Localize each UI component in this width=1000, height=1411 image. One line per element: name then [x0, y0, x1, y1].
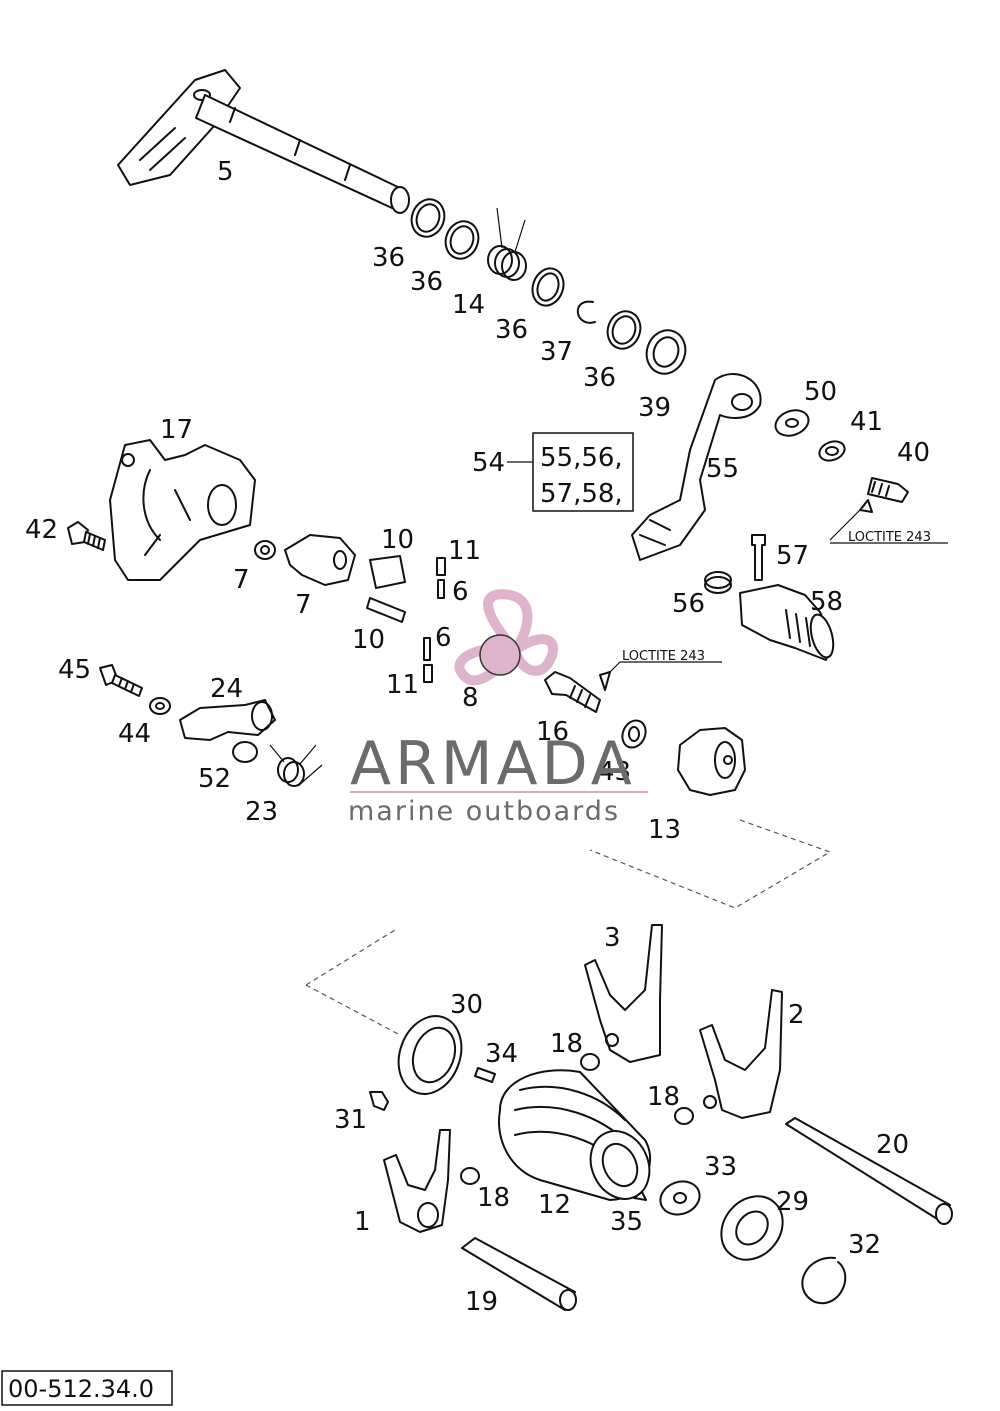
- upper-shaft-small-parts: [410, 198, 687, 375]
- lower-left-parts: [99, 664, 323, 787]
- part-label: 45: [58, 655, 91, 685]
- dashed-assembly-lines: [305, 819, 832, 1036]
- part-label: 18: [550, 1029, 583, 1059]
- part-label: 56: [672, 589, 705, 619]
- part-label: 44: [118, 719, 151, 749]
- part-label: 11: [448, 536, 481, 566]
- part-label: 23: [245, 797, 278, 827]
- part-12-shift-drum: [498, 1069, 651, 1201]
- drawing-number-box: 00-512.34.0: [1, 1370, 173, 1406]
- part-label: 10: [381, 525, 414, 555]
- part-label: 16: [536, 717, 569, 747]
- part-3-shift-fork: [584, 924, 663, 1063]
- part-label: 31: [334, 1105, 367, 1135]
- part-number-labels: 5 36 36 14 36 37 36 39 50 41 40 55 57 56…: [25, 157, 930, 1317]
- part-label: 40: [897, 438, 930, 468]
- part-label: 32: [848, 1230, 881, 1260]
- part-label: 12: [538, 1190, 571, 1220]
- part-19-fork-shaft: [461, 1237, 577, 1311]
- detent-parts: [544, 661, 746, 796]
- watermark-tagline: marine outboards: [348, 796, 620, 827]
- part-label: 20: [876, 1130, 909, 1160]
- lever-fasteners: [774, 409, 948, 544]
- part-label: 58: [810, 587, 843, 617]
- part-label: 2: [788, 1000, 805, 1030]
- part-label: 50: [804, 377, 837, 407]
- part-label: 37: [540, 337, 573, 367]
- kit-contents-line2: 57,58,: [540, 479, 623, 509]
- part-55-lever: [631, 373, 762, 561]
- part-label: 43: [598, 757, 631, 787]
- spring-14: [487, 207, 527, 281]
- part-label: 29: [776, 1187, 809, 1217]
- part-label: 33: [704, 1152, 737, 1182]
- part-label: 3: [604, 923, 621, 953]
- part-label: 41: [850, 407, 883, 437]
- part-label: 36: [372, 243, 405, 273]
- part-label: 8: [462, 683, 479, 713]
- kit-contents-line1: 55,56,: [540, 443, 623, 473]
- part-label: 14: [452, 290, 485, 320]
- part-label: 11: [386, 670, 419, 700]
- part-label: 1: [354, 1207, 371, 1237]
- part-label: 36: [410, 267, 443, 297]
- drawing-number: 00-512.34.0: [8, 1375, 154, 1403]
- loctite-note-upper: LOCTITE 243: [848, 530, 931, 545]
- part-label: 34: [485, 1039, 518, 1069]
- part-label: 10: [352, 625, 385, 655]
- part-label: 5: [217, 157, 234, 187]
- part-label: 36: [583, 363, 616, 393]
- part-label: 24: [210, 674, 243, 704]
- part-label: 18: [477, 1183, 510, 1213]
- small-pins: [369, 1067, 496, 1111]
- part-label: 7: [295, 590, 312, 620]
- lever-pedal-parts: [704, 534, 835, 661]
- part-label: 57: [776, 541, 809, 571]
- part-label: 39: [638, 393, 671, 423]
- part-label: 18: [647, 1082, 680, 1112]
- part-label: 7: [233, 565, 250, 595]
- part-label: 6: [452, 577, 469, 607]
- shift-mechanism-parts: [254, 534, 446, 683]
- part-label: 6: [435, 623, 452, 653]
- part-20-fork-shaft: [785, 1117, 953, 1225]
- part-label: 35: [610, 1207, 643, 1237]
- part-42-bolt: [67, 521, 106, 551]
- part-label: 55: [706, 454, 739, 484]
- part-label: 52: [198, 764, 231, 794]
- fork-rollers: [460, 1053, 694, 1185]
- part-17-plate: [109, 439, 256, 581]
- drum-end-parts: [633, 1180, 847, 1305]
- loctite-note-lower: LOCTITE 243: [622, 649, 705, 664]
- watermark-name: ARMADA: [350, 729, 636, 799]
- kit-reference-54: 54 55,56, 57,58,: [472, 432, 634, 512]
- part-label: 30: [450, 990, 483, 1020]
- part-label: 42: [25, 515, 58, 545]
- watermark-logo: [454, 589, 559, 686]
- part-label: 17: [160, 415, 193, 445]
- part-label: 19: [465, 1287, 498, 1317]
- kit-label: 54: [472, 448, 505, 478]
- part-2-shift-fork: [699, 989, 783, 1119]
- part-30-bearing: [397, 1015, 463, 1095]
- part-label: 13: [648, 815, 681, 845]
- part-1-shift-fork: [383, 1129, 451, 1233]
- part-5-shift-shaft: [117, 69, 410, 214]
- part-label: 36: [495, 315, 528, 345]
